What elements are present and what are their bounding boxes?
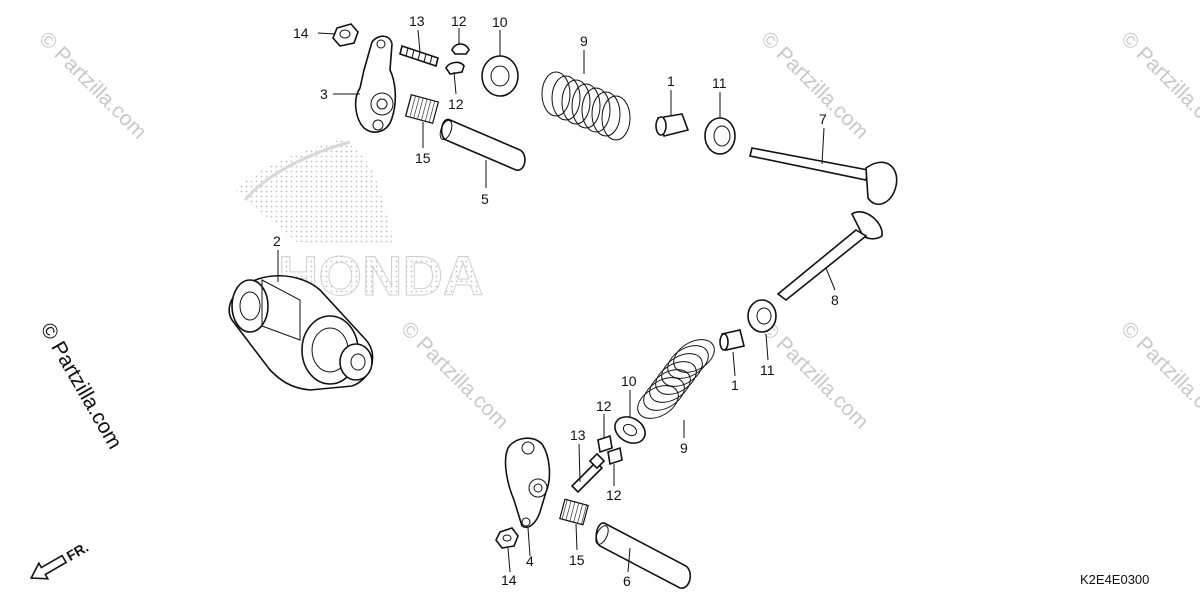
callout-8: 8 (831, 292, 839, 308)
callout-5: 5 (481, 191, 489, 207)
callout-12: 12 (451, 13, 467, 29)
callout-labels: 14 13 12 10 9 3 12 15 5 1 11 7 2 8 11 1 … (273, 13, 839, 589)
callout-11: 11 (712, 75, 727, 91)
front-direction-marker: FR. (29, 539, 92, 580)
callout-13: 13 (570, 427, 586, 443)
callout-12: 12 (606, 487, 622, 503)
part-needle-bearing-lower (559, 498, 589, 526)
part-stem-seal-upper (655, 113, 690, 137)
part-cotter-upper (445, 43, 470, 75)
part-rocker-arm-lower (504, 437, 551, 528)
callout-4: 4 (526, 553, 534, 569)
part-spring-seat-lower (747, 299, 777, 333)
arrow-front-icon (29, 554, 68, 580)
watermark: © Partzilla.com (396, 317, 512, 433)
diagram-code: K2E4E0300 (1080, 572, 1149, 587)
watermark-dark: © Partzilla.com (36, 319, 127, 453)
front-label: FR. (64, 539, 92, 564)
part-rocker-arm-upper (354, 35, 397, 133)
part-cotter-lower (597, 434, 623, 466)
part-intake-valve (749, 147, 898, 206)
callout-13: 13 (409, 13, 425, 29)
callout-12: 12 (448, 96, 464, 112)
callout-3: 3 (320, 86, 328, 102)
part-nut-upper (332, 23, 359, 47)
watermark: © Partzilla.com (756, 27, 872, 143)
part-nut-lower (495, 527, 519, 549)
part-camshaft (228, 274, 374, 391)
callout-15: 15 (415, 150, 431, 166)
part-rocker-shaft-upper (439, 118, 526, 171)
callout-6: 6 (623, 573, 631, 589)
callout-7: 7 (819, 111, 827, 127)
part-spring-retainer-lower (614, 416, 646, 444)
callout-9: 9 (580, 33, 588, 49)
part-rocker-shaft-lower (595, 522, 692, 589)
watermark: © Partzilla.com (34, 27, 150, 143)
callout-1: 1 (667, 73, 675, 89)
callout-10: 10 (621, 373, 637, 389)
part-spring-seat-upper (704, 117, 736, 155)
callout-14: 14 (293, 25, 309, 41)
callout-14: 14 (501, 572, 517, 588)
callout-11: 11 (760, 362, 775, 378)
callout-9: 9 (680, 440, 688, 456)
part-stem-seal-lower (719, 329, 745, 351)
part-adjust-screw-upper (399, 44, 439, 68)
part-needle-bearing-upper (404, 94, 440, 124)
callout-10: 10 (492, 14, 508, 30)
part-valve-spring-lower (637, 339, 715, 419)
callout-1: 1 (731, 377, 739, 393)
leader-lines (277, 28, 836, 573)
part-spring-retainer-upper (481, 55, 519, 97)
part-valve-spring-upper (541, 71, 631, 141)
callout-15: 15 (569, 552, 585, 568)
watermark: © Partzilla.com (1116, 317, 1200, 433)
callout-12: 12 (596, 398, 612, 414)
honda-logo: HONDA (235, 140, 484, 308)
watermark-group: © Partzilla.com © Partzilla.com © Partzi… (34, 27, 1200, 453)
watermark: © Partzilla.com (1116, 27, 1200, 143)
part-adjust-screw-lower (570, 452, 606, 494)
part-exhaust-valve (776, 211, 883, 302)
callout-2: 2 (273, 233, 281, 249)
